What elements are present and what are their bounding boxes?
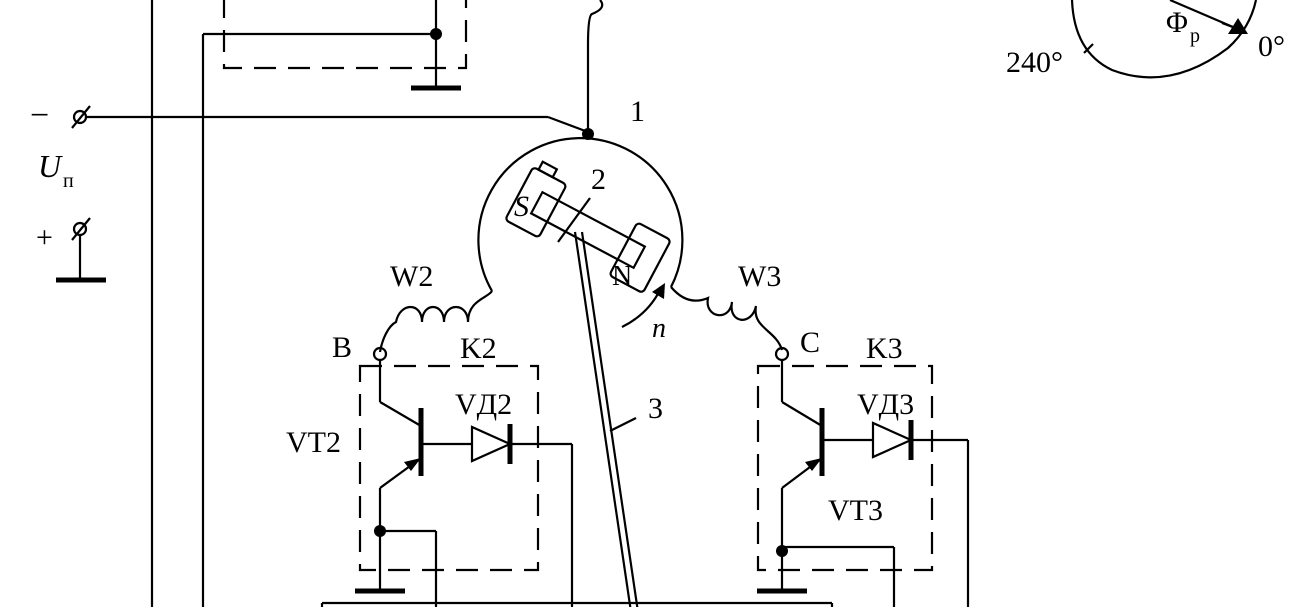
vt2-label: VT2 <box>286 426 341 459</box>
vt2-emitter-arrow <box>404 458 421 471</box>
key-k2: K2 VT2 VД2 <box>286 332 574 607</box>
coil-w3-label: W3 <box>738 260 781 293</box>
shaft: 3 <box>573 231 663 607</box>
key-k3: K3 VT3 VД3 <box>756 332 970 607</box>
dial-circle <box>1070 0 1258 79</box>
supply-voltage-label: U <box>38 148 63 184</box>
node-1-label: 1 <box>630 95 645 128</box>
supply-voltage-sub: п <box>63 170 74 192</box>
vt3-emitter-arrow <box>805 458 822 471</box>
angle-240: 240° <box>1006 46 1063 79</box>
supply-minus: − <box>30 97 49 134</box>
terminal-b-label: B <box>332 331 352 364</box>
pole-n <box>609 222 671 293</box>
vd3-label: VД3 <box>857 388 914 421</box>
coil-w3: W3 C <box>670 260 820 362</box>
flux-label: Φ <box>1166 6 1188 39</box>
coil-w2-label: W2 <box>390 260 433 293</box>
power-supply: − 1 U п + <box>30 95 645 283</box>
supply-plus: + <box>36 221 53 254</box>
flux-vector <box>1169 0 1241 32</box>
flux-sub: р <box>1190 25 1200 47</box>
vd2-label: VД2 <box>455 388 512 421</box>
pole-s-tab <box>537 160 559 179</box>
rotor-label: 2 <box>591 163 606 196</box>
rotor-bar <box>529 190 647 270</box>
flux-arrowhead <box>1228 18 1248 34</box>
k3-label: K3 <box>866 332 903 365</box>
rotation-arrowhead <box>652 283 665 299</box>
speed-label: n <box>652 313 666 344</box>
node-1-dot <box>582 128 594 140</box>
coil-w2: W2 B <box>332 260 493 364</box>
k2-frame <box>358 364 540 572</box>
pole-n-label: N <box>612 261 632 292</box>
terminal-c-label: C <box>800 326 820 359</box>
shaft-label: 3 <box>648 392 663 425</box>
coil-w1 <box>586 0 604 132</box>
vd3-triangle <box>871 421 914 459</box>
vt3-label: VT3 <box>828 494 883 527</box>
k2-label: K2 <box>460 332 497 365</box>
stator-ring <box>477 137 684 292</box>
angle-0: 0° <box>1258 30 1285 63</box>
angle-dial: Φ р 240° 0° <box>1006 0 1285 79</box>
k3-frame <box>756 364 934 572</box>
pole-s-label: S <box>514 190 529 223</box>
top-module <box>203 0 468 91</box>
vd2-triangle <box>470 425 513 463</box>
motor: S N 2 n <box>477 137 684 344</box>
top-module-frame <box>222 0 468 70</box>
